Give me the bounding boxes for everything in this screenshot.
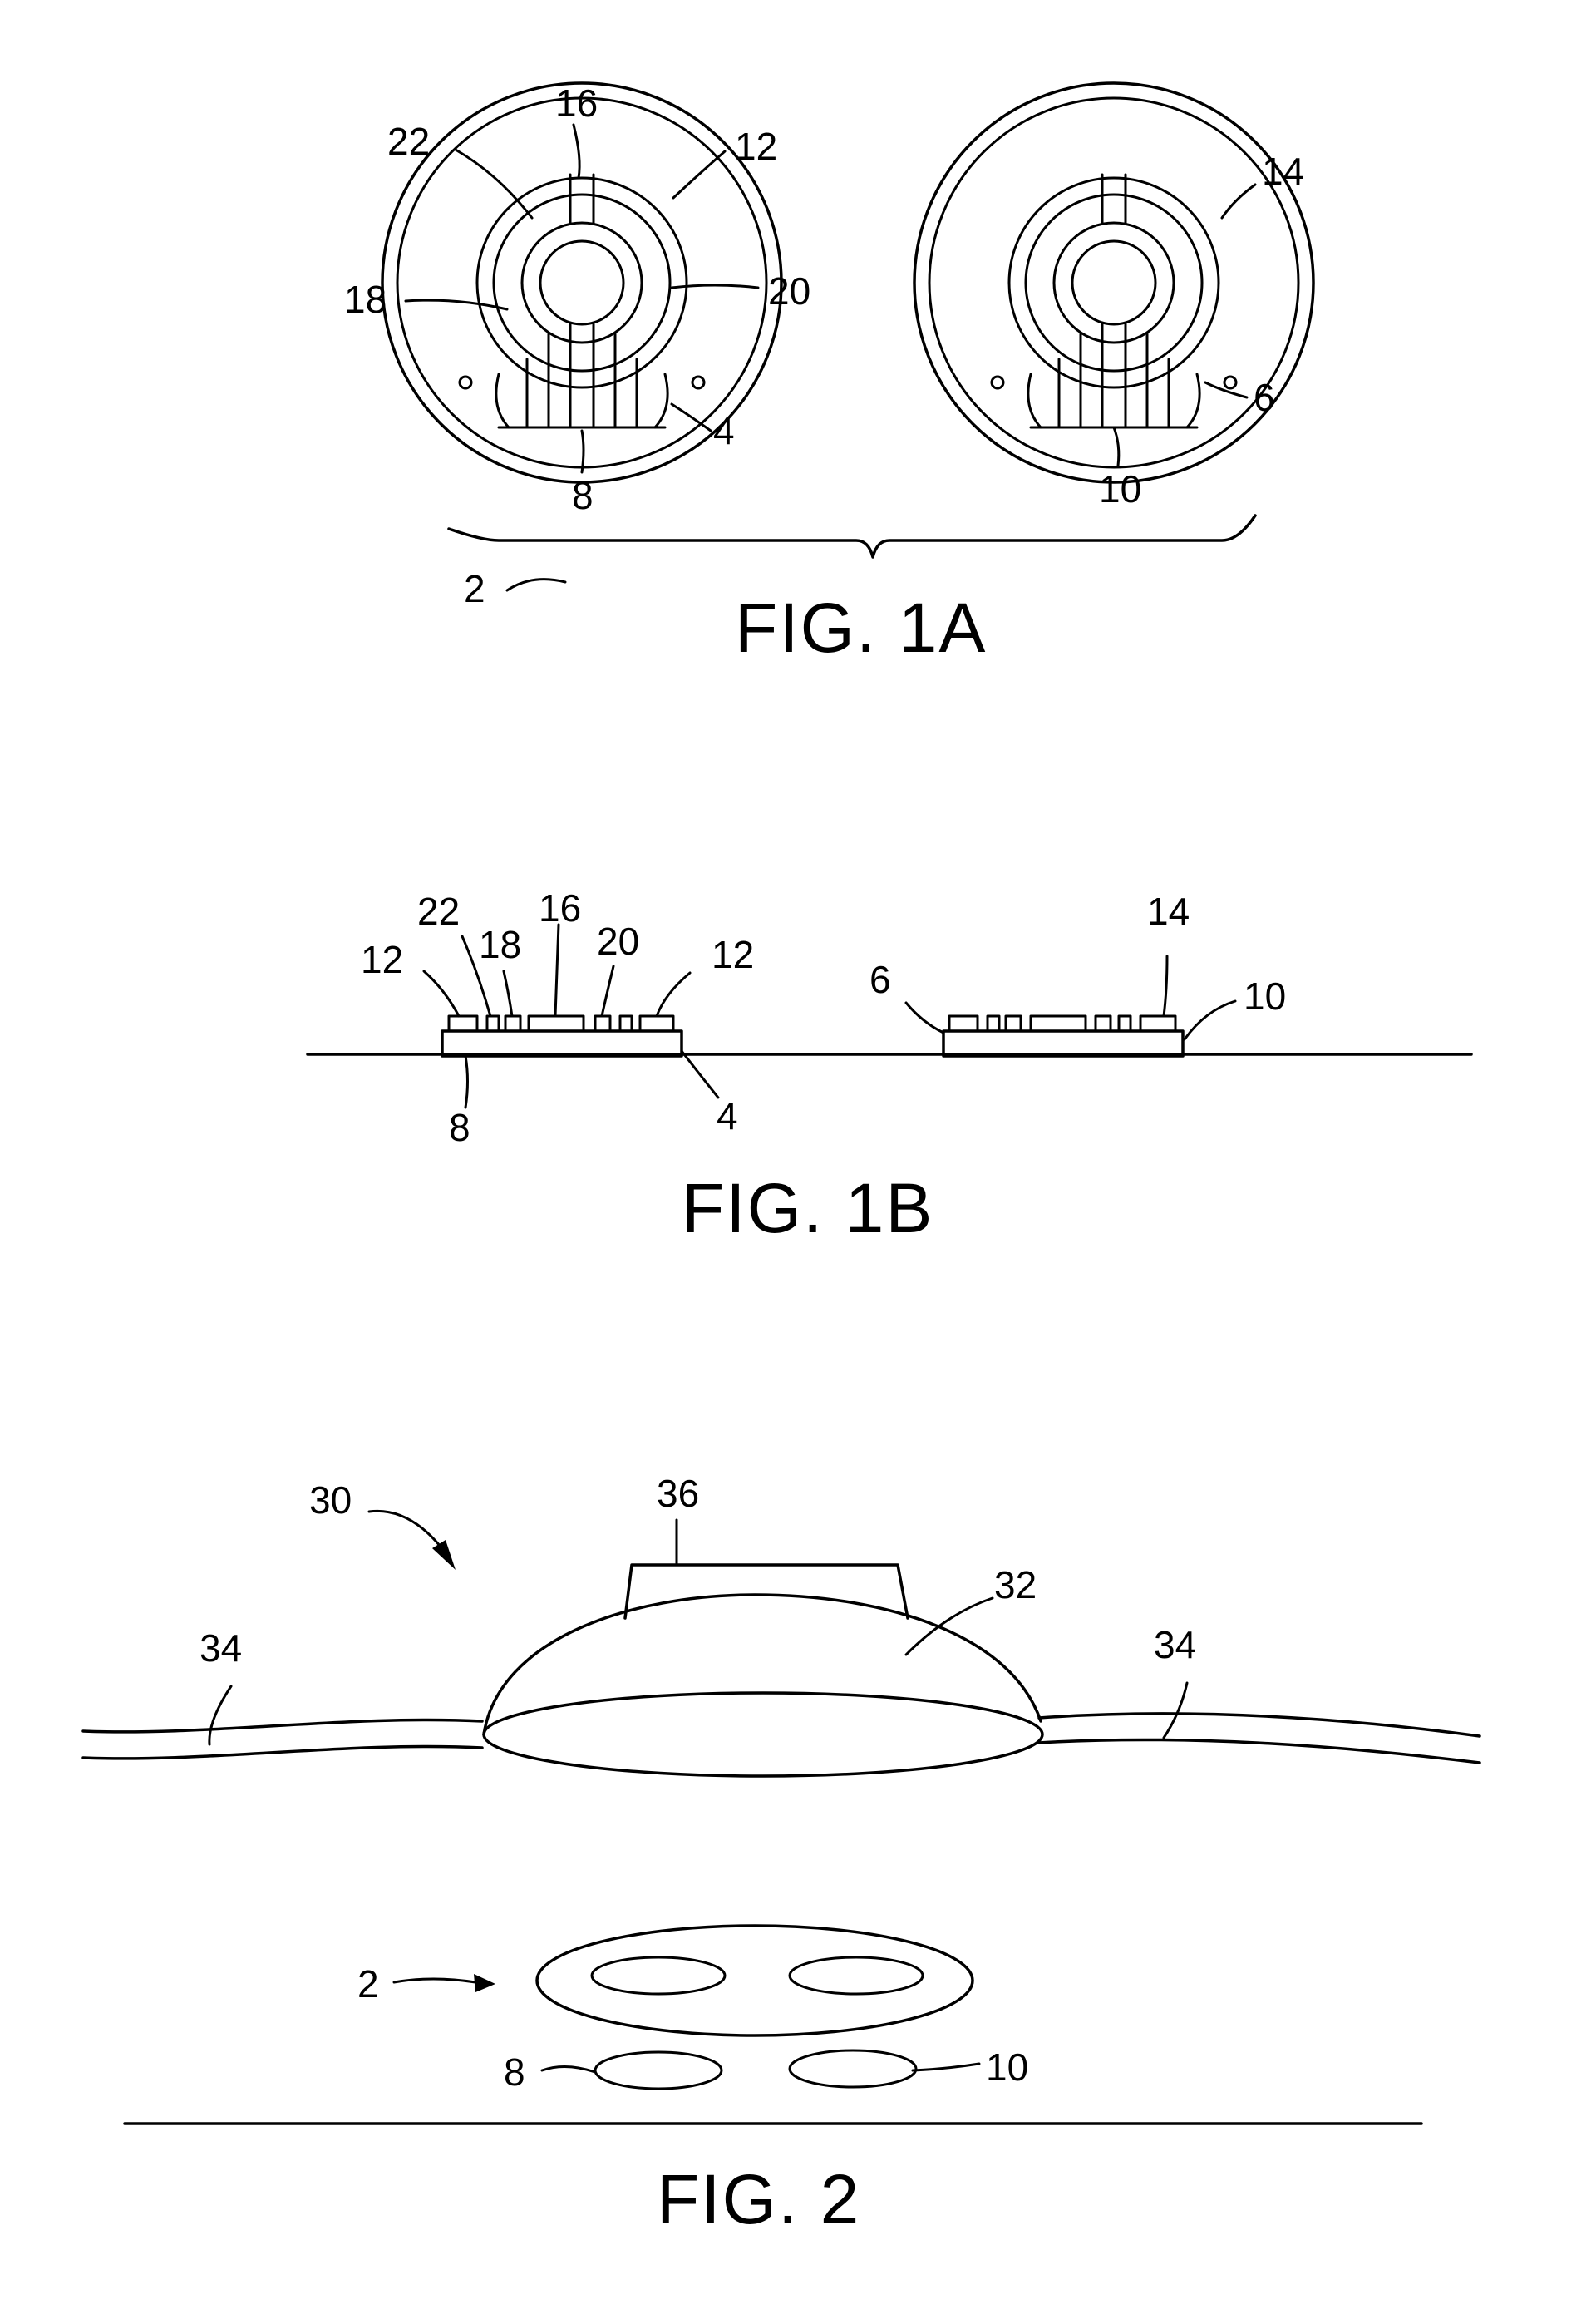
label-30: 30 [309,1478,352,1522]
fig2-caption: FIG. 2 [657,2160,860,2238]
label-20: 20 [768,269,810,313]
electrode-8 [595,2052,722,2089]
electrode-4-side [442,1016,682,1056]
label-16: 16 [555,81,598,125]
label-22: 22 [387,120,430,163]
electrode-6 [914,83,1313,482]
label-8: 8 [572,474,594,517]
label-10: 10 [1244,975,1286,1018]
fig1b-caption: FIG. 1B [682,1169,933,1247]
housing-32 [484,1595,1042,1776]
label-10: 10 [1099,467,1141,511]
label-16: 16 [539,886,581,930]
label-12-right: 12 [712,933,754,976]
label-4: 4 [713,409,735,452]
label-32: 32 [994,1563,1037,1606]
fig1b: 22 16 18 20 12 12 8 4 6 14 10 FIG. 1B [308,886,1471,1247]
label-36: 36 [657,1472,699,1515]
label-14: 14 [1147,890,1190,933]
label-2: 2 [357,1962,379,2006]
label-4: 4 [717,1094,738,1137]
strap-34 [83,1714,1480,1763]
label-18: 18 [479,923,521,966]
label-8: 8 [504,2050,525,2094]
label-14: 14 [1262,150,1304,193]
label-8: 8 [449,1106,470,1149]
fig2: 30 36 32 34 34 2 8 10 FIG. 2 [83,1472,1480,2238]
label-6: 6 [869,958,891,1001]
label-12-left: 12 [361,938,403,981]
electrode-set-2 [537,1926,973,2035]
electrode-10 [790,2050,916,2087]
label-18: 18 [344,278,387,321]
electrode-6-side [943,1016,1183,1056]
label-20: 20 [597,920,639,963]
label-10: 10 [986,2045,1028,2089]
fig1a: 16 22 12 18 20 4 8 14 6 10 2 FIG. 1A [344,81,1313,667]
fig1a-caption: FIG. 1A [735,589,987,667]
label-22: 22 [417,890,460,933]
label-6: 6 [1254,376,1275,419]
label-12: 12 [735,125,777,168]
label-2: 2 [464,567,485,610]
label-34-right: 34 [1154,1623,1196,1666]
component-36 [625,1565,908,1618]
label-34-left: 34 [200,1626,242,1670]
fig1a-labels: 16 22 12 18 20 4 8 14 6 10 2 [344,81,1304,610]
